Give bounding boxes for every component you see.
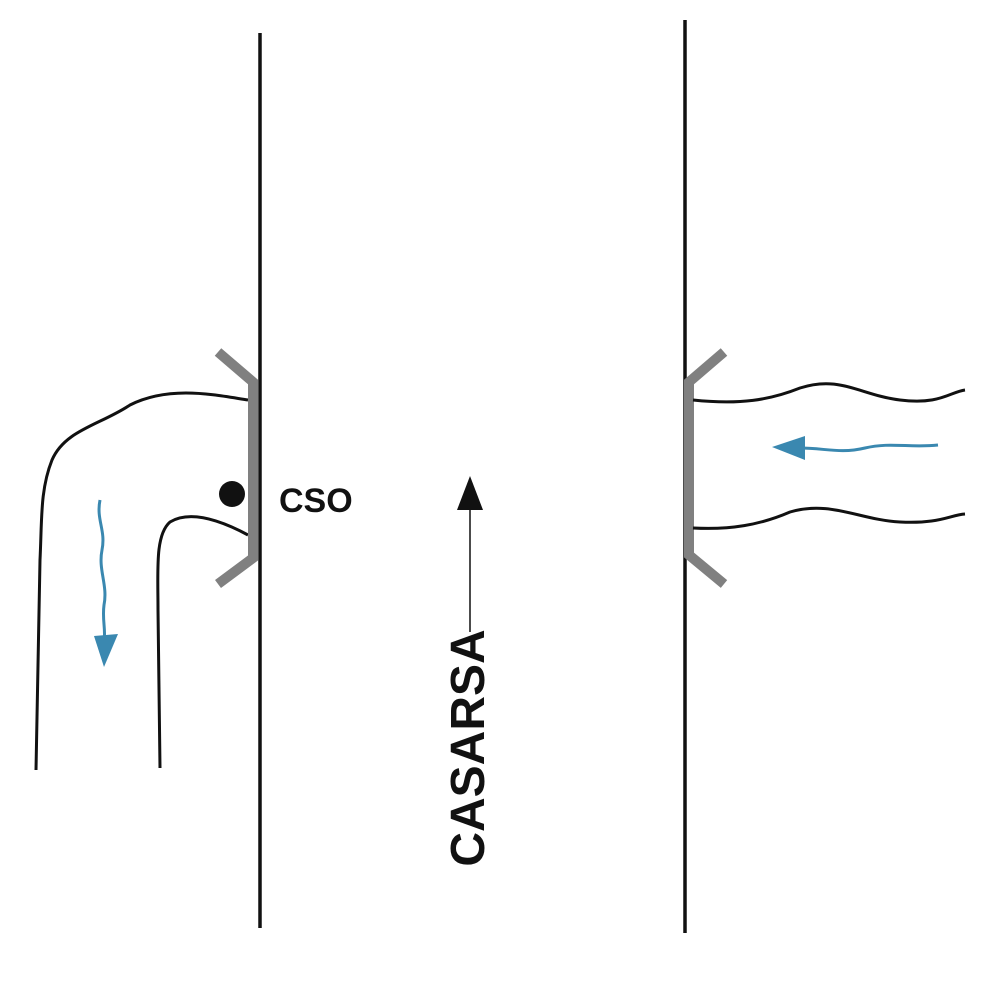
cso-marker-dot — [219, 481, 245, 507]
channel-label: CASARSA — [442, 629, 495, 866]
flow-arrow-right-pipe — [799, 443, 939, 453]
channel-flow-arrowhead — [457, 476, 483, 510]
left-pipe-lower-wall — [156, 515, 249, 769]
flow-arrowhead-left — [94, 634, 118, 667]
cso-label: CSO — [279, 482, 353, 520]
right-pipe-lower-wall — [692, 506, 966, 530]
left-pipe-upper-wall — [34, 391, 249, 771]
left-bracket — [214, 348, 258, 589]
right-pipe-upper-wall — [692, 382, 966, 404]
flow-arrow-left-pipe — [97, 499, 107, 641]
right-bracket — [684, 348, 728, 588]
flow-arrowhead-right — [772, 436, 805, 460]
